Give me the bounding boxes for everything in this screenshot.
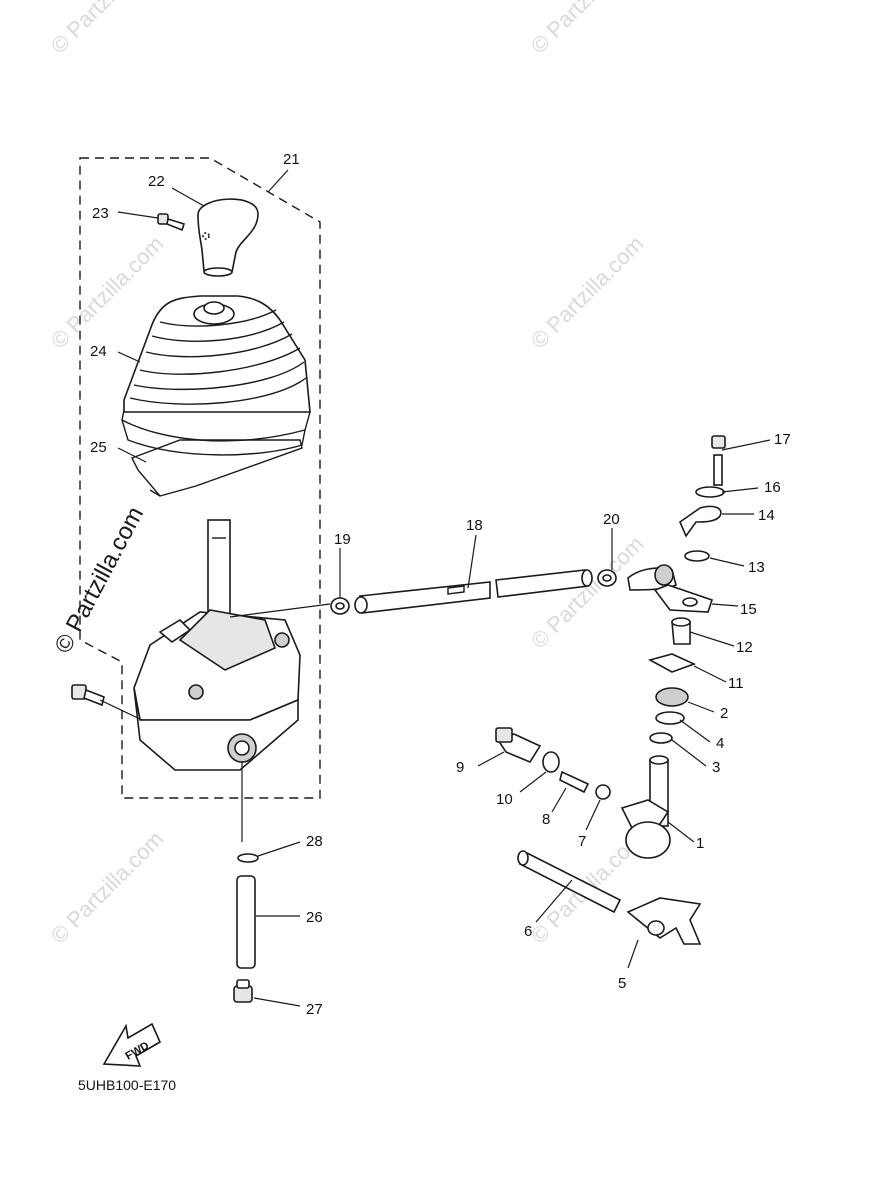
shift-fork-5	[626, 897, 702, 945]
part-label-5: 5	[618, 975, 626, 992]
part-label-4: 4	[716, 735, 724, 752]
fwd-arrow-icon: FWD	[102, 1022, 162, 1067]
leader-lines	[117, 169, 771, 1007]
watermark-dark: © Partzilla.com	[49, 502, 149, 657]
clip-28	[237, 853, 259, 863]
watermark: © Partzilla.com	[526, 231, 649, 354]
watermark: © Partzilla.com	[46, 826, 169, 949]
part-label-28: 28	[306, 833, 323, 850]
watermarks: © Partzilla.com © Partzilla.com © Partzi…	[46, 0, 649, 949]
part-label-12: 12	[736, 639, 753, 656]
shift-shaft-1	[620, 755, 671, 859]
part-labels: 21 22 23 24 25 19 18 20 17 16 14 13 15 1…	[90, 151, 791, 1018]
part-label-10: 10	[496, 791, 513, 808]
watermark: © Partzilla.com	[526, 531, 649, 654]
bushing-20	[597, 569, 617, 587]
gasket-25	[131, 439, 303, 497]
part-label-19: 19	[334, 531, 351, 548]
part-label-14: 14	[758, 507, 775, 524]
stack-parts	[647, 617, 697, 744]
part-label-16: 16	[764, 479, 781, 496]
lever-housing	[133, 609, 301, 771]
diagram-code: 5UHB100-E170	[78, 1077, 176, 1093]
part-label-13: 13	[748, 559, 765, 576]
part-label-11: 11	[728, 675, 744, 692]
part-label-15: 15	[740, 601, 757, 618]
linkage-parts	[627, 435, 726, 613]
part-label-3: 3	[712, 759, 720, 776]
part-label-21: 21	[283, 151, 300, 168]
part-label-22: 22	[148, 173, 165, 190]
part-label-2: 2	[720, 705, 728, 722]
shaft-18	[354, 569, 593, 614]
knob-22	[197, 198, 259, 277]
part-label-25: 25	[90, 439, 107, 456]
part-label-23: 23	[92, 205, 109, 222]
plug-27	[233, 979, 253, 1003]
part-label-18: 18	[466, 517, 483, 534]
part-label-20: 20	[603, 511, 620, 528]
assembly-boundary	[79, 157, 321, 799]
part-label-8: 8	[542, 811, 550, 828]
watermark: © Partzilla.com	[46, 0, 169, 59]
part-label-6: 6	[524, 923, 532, 940]
part-label-9: 9	[456, 759, 464, 776]
part-label-24: 24	[90, 343, 107, 360]
bushing-19	[229, 597, 350, 618]
part-label-1: 1	[696, 835, 704, 852]
part-label-17: 17	[774, 431, 791, 448]
watermark: © Partzilla.com	[526, 0, 649, 59]
part-label-27: 27	[306, 1001, 323, 1018]
screw-23	[157, 213, 186, 232]
bolt	[71, 684, 143, 721]
boot-24	[121, 295, 311, 456]
detent-parts	[495, 727, 611, 800]
rod-26	[236, 875, 256, 969]
part-label-26: 26	[306, 909, 323, 926]
part-label-7: 7	[578, 833, 586, 850]
